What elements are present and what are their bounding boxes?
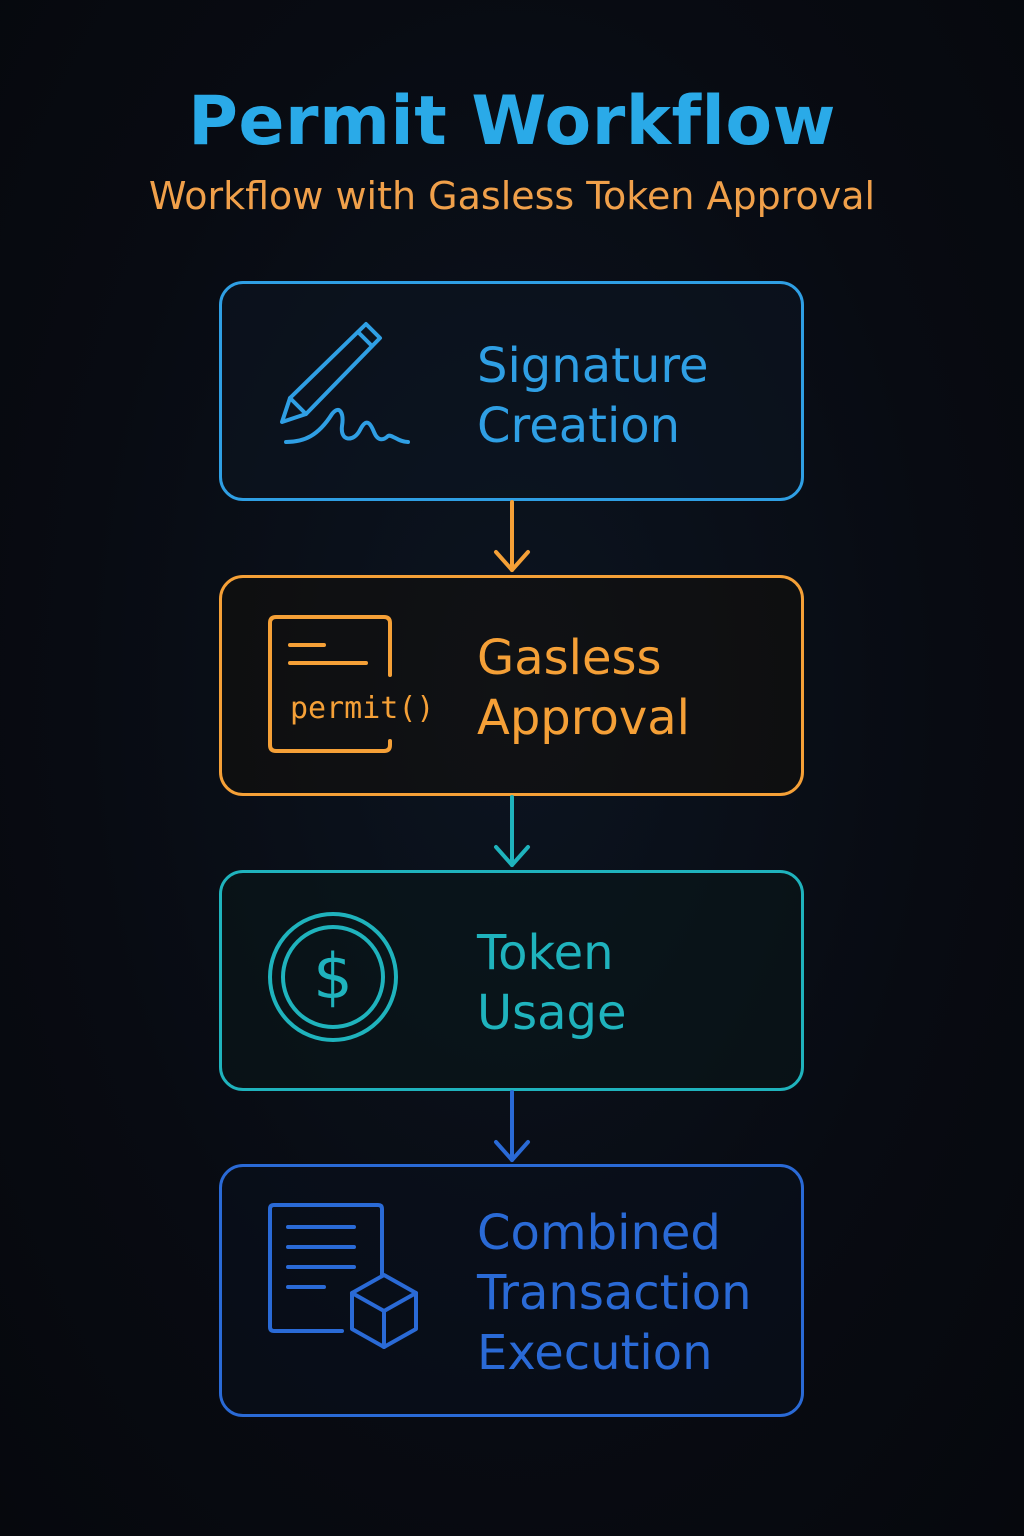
step-label-line: Signature bbox=[477, 338, 709, 394]
step-combined-transaction-execution: Combined Transaction Execution bbox=[219, 1164, 804, 1417]
code-window-icon bbox=[268, 615, 428, 755]
step-label-line: Execution bbox=[477, 1325, 713, 1381]
arrow-down-icon bbox=[490, 500, 534, 575]
step-label: Signature Creation bbox=[477, 336, 709, 456]
step-label-line: Creation bbox=[477, 398, 681, 454]
step-label-line: Gasless bbox=[477, 630, 662, 686]
step-label: Token Usage bbox=[477, 923, 627, 1043]
step-label-line: Usage bbox=[477, 985, 627, 1041]
diagram-subtitle: Workflow with Gasless Token Approval bbox=[148, 174, 876, 218]
pen-signature-icon bbox=[274, 318, 414, 448]
step-gasless-approval: permit() Gasless Approval bbox=[219, 575, 804, 796]
step-label: Combined Transaction Execution bbox=[477, 1203, 752, 1383]
step-label-line: Token bbox=[477, 925, 614, 981]
step-label-line: Approval bbox=[477, 690, 690, 746]
dollar-sign-text: $ bbox=[313, 940, 353, 1013]
step-signature-creation: Signature Creation bbox=[219, 281, 804, 501]
step-label: Gasless Approval bbox=[477, 628, 690, 748]
diagram-title: Permit Workflow bbox=[188, 82, 836, 161]
step-label-line: Transaction bbox=[477, 1265, 752, 1321]
arrow-down-icon bbox=[490, 1090, 534, 1165]
document-cube-icon bbox=[266, 1203, 422, 1355]
step-label-line: Combined bbox=[477, 1205, 721, 1261]
permit-code-text: permit() bbox=[290, 691, 435, 726]
dollar-coin-icon bbox=[266, 910, 400, 1044]
step-token-usage: $ Token Usage bbox=[219, 870, 804, 1091]
arrow-down-icon bbox=[490, 795, 534, 870]
